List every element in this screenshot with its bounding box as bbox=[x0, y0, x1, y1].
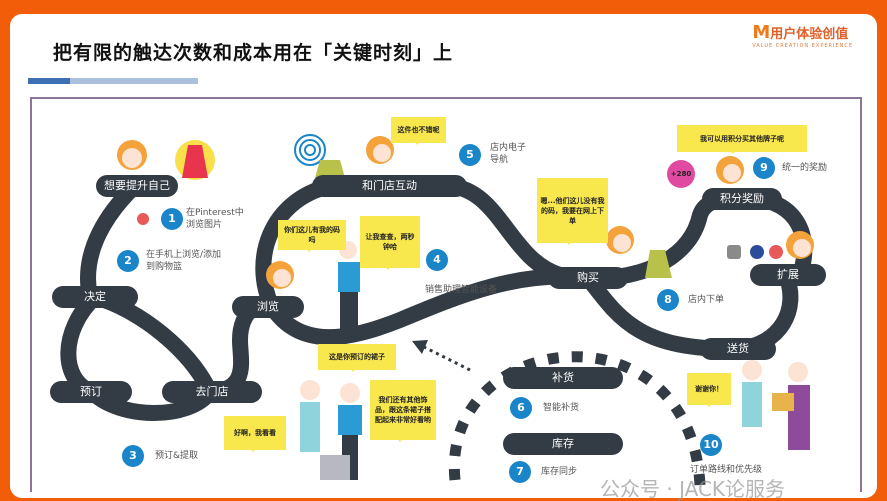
stage-deliver: 送货 bbox=[700, 338, 776, 360]
step-label-7: 库存同步 bbox=[541, 467, 578, 477]
logo: M用户体验创值 VALUE CREATION EXPERIENCE bbox=[752, 22, 853, 49]
store-clerk-illustration bbox=[320, 383, 362, 480]
stage-buy: 购买 bbox=[548, 267, 628, 289]
step-number-7: 7 bbox=[509, 461, 531, 483]
step-label-6: 智能补货 bbox=[543, 403, 580, 413]
customer-illustration-2 bbox=[366, 136, 394, 164]
stage-store-interaction: 和门店互动 bbox=[312, 175, 467, 197]
supply-chain-dotted-arc bbox=[448, 351, 706, 486]
courier-illustration bbox=[772, 362, 810, 450]
step-label-3: 预订&提取 bbox=[155, 451, 199, 461]
customer-illustration-3 bbox=[266, 261, 294, 289]
stage-decide: 决定 bbox=[52, 286, 138, 308]
title-underline-bar bbox=[70, 78, 198, 84]
speech-bubble: 我们还有其他饰品，跟这条裙子搭配起来非常好看哟 bbox=[370, 380, 436, 442]
title-accent-bar bbox=[28, 78, 70, 84]
step-label-1: 在Pinterest中 浏览图片 bbox=[186, 208, 244, 230]
dotted-arrow-line bbox=[419, 343, 471, 372]
facebook-icon bbox=[750, 245, 764, 259]
stage-inventory: 库存 bbox=[503, 433, 623, 455]
step-number-5: 5 bbox=[459, 144, 481, 166]
customer-illustration-1 bbox=[117, 140, 147, 170]
stage-reserve: 预订 bbox=[50, 381, 132, 403]
customer-illustration-8 bbox=[742, 360, 762, 427]
step-number-4: 4 bbox=[426, 249, 448, 271]
speech-bubble: 这件也不错呢 bbox=[391, 117, 446, 145]
instagram-icon bbox=[727, 245, 741, 259]
arrow-head-icon bbox=[412, 340, 428, 354]
road-browse-buy bbox=[264, 268, 596, 346]
logo-mark: M bbox=[752, 22, 771, 43]
step-number-1: 1 bbox=[161, 208, 183, 230]
speech-bubble: 我可以用积分买其他牌子呢 bbox=[677, 125, 807, 154]
step-label-5: 店内电子 导航 bbox=[490, 143, 527, 165]
speech-bubble: 你们这儿有我的码吗 bbox=[278, 220, 346, 252]
logo-text: 用户体验创值 bbox=[770, 27, 849, 42]
speech-bubble: 嗯...他们这儿没有我的码，我要在网上下单 bbox=[537, 178, 608, 245]
step-number-10: 10 bbox=[700, 434, 722, 456]
stage-expand: 扩展 bbox=[750, 264, 826, 286]
step-number-3: 3 bbox=[122, 445, 144, 467]
speech-bubble: 谢谢你！ bbox=[687, 373, 731, 407]
road-decide-loop bbox=[60, 289, 220, 421]
stage-browse: 浏览 bbox=[232, 296, 304, 318]
step-label-8: 店内下单 bbox=[688, 295, 725, 305]
stage-points-reward: 积分奖励 bbox=[702, 188, 782, 210]
step-number-2: 2 bbox=[117, 250, 139, 272]
dress-icon bbox=[175, 140, 215, 180]
customer-illustration-6 bbox=[786, 231, 814, 259]
sales-assistant-illustration bbox=[338, 241, 360, 330]
points-badge: +280 bbox=[667, 160, 695, 188]
money-bag-icon bbox=[645, 250, 672, 278]
speech-bubble: 好啊，我看看 bbox=[224, 416, 286, 452]
pinterest-icon bbox=[769, 245, 783, 259]
step-number-8: 8 bbox=[657, 289, 679, 311]
road-improve-decide bbox=[80, 178, 143, 305]
speech-bubble: 这是你预订的裙子 bbox=[318, 344, 396, 372]
step-number-6: 6 bbox=[510, 397, 532, 419]
watermark: 公众号 · JACK论服务 bbox=[600, 477, 786, 501]
diagram-frame bbox=[30, 97, 862, 492]
customer-illustration-5 bbox=[716, 156, 744, 184]
bag-icon bbox=[315, 160, 345, 178]
step-label-2: 在手机上浏览/添加 到购物篮 bbox=[146, 250, 222, 272]
logo-subtitle: VALUE CREATION EXPERIENCE bbox=[752, 43, 853, 49]
step-number-9: 9 bbox=[753, 157, 775, 179]
stage-go-to-store: 去门店 bbox=[162, 381, 262, 403]
step-label-4: 销售助理智能设备 bbox=[425, 285, 498, 295]
pinterest-icon-small bbox=[137, 213, 149, 225]
wifi-icon bbox=[294, 134, 326, 166]
customer-illustration-7 bbox=[300, 380, 320, 452]
slide-title: 把有限的触达次数和成本用在「关键时刻」上 bbox=[53, 42, 454, 64]
customer-illustration-4 bbox=[606, 226, 634, 254]
stage-improve-self: 想要提升自己 bbox=[96, 175, 178, 197]
stage-restock: 补货 bbox=[503, 367, 623, 389]
step-label-10: 订单路线和优先级 bbox=[690, 465, 763, 475]
step-label-9: 统一的奖励 bbox=[782, 163, 828, 173]
speech-bubble: 让我查查，两秒钟哈 bbox=[360, 216, 420, 270]
